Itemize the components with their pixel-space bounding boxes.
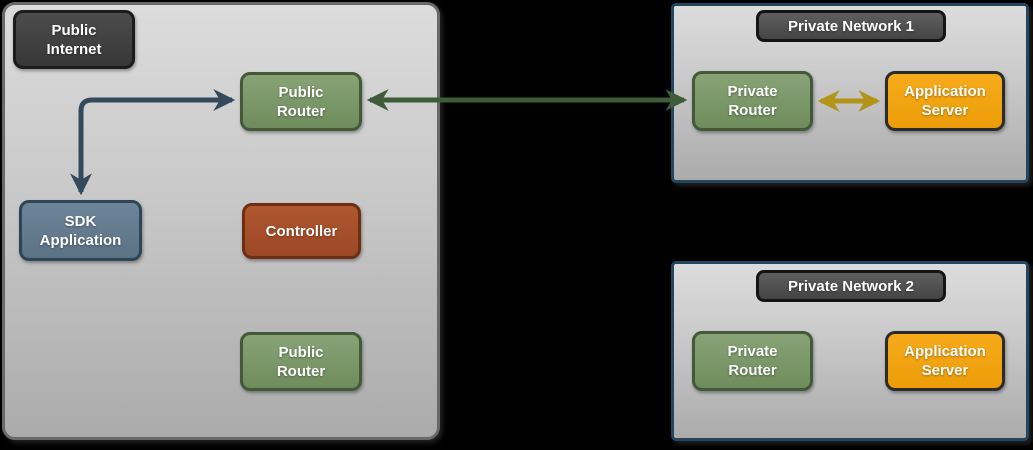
node-public-router-top: Public Router bbox=[240, 72, 362, 131]
private-network-1-title: Private Network 1 bbox=[756, 10, 946, 42]
node-application-server-1: Application Server bbox=[885, 71, 1005, 131]
private-network-2-title: Private Network 2 bbox=[756, 270, 946, 302]
node-private-router-2: Private Router bbox=[692, 331, 813, 391]
node-sdk-application: SDK Application bbox=[19, 200, 142, 261]
node-private-router-1: Private Router bbox=[692, 71, 813, 131]
node-application-server-2: Application Server bbox=[885, 331, 1005, 391]
node-controller: Controller bbox=[242, 203, 361, 259]
public-internet-badge: Public Internet bbox=[13, 10, 135, 69]
node-public-router-bottom: Public Router bbox=[240, 332, 362, 391]
